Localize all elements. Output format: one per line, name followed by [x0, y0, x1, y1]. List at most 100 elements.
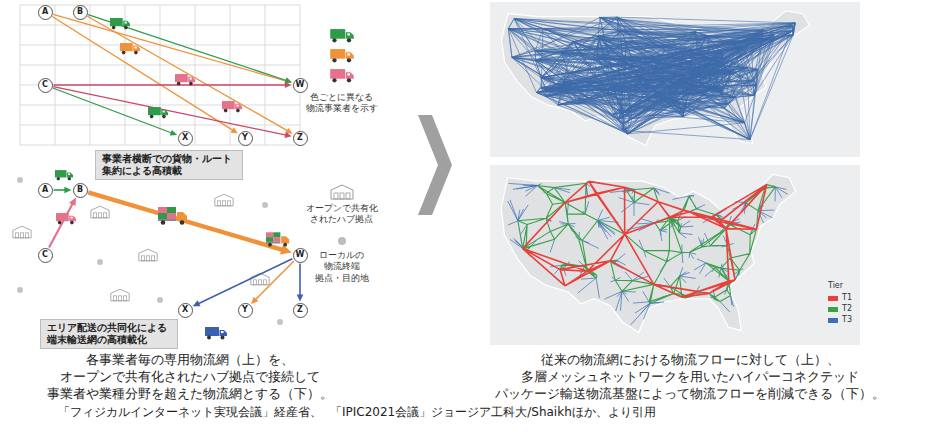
street-grid — [20, 5, 300, 145]
site-node: Z — [293, 303, 308, 318]
site-node: B — [73, 183, 88, 198]
legend-swatch — [828, 307, 838, 312]
us-land — [501, 11, 809, 145]
node-letter: Y — [242, 134, 248, 142]
callout-text: 事業者横断での貨物・ルート 集約による高積載 — [102, 153, 236, 177]
flow-arrow — [54, 187, 72, 194]
tier1-lines — [523, 181, 767, 297]
tier2-lines — [518, 181, 775, 303]
truck-icon — [175, 74, 195, 85]
us-land — [501, 174, 795, 332]
legend-text: ローカルの 物流終端 拠点・目的地 — [314, 250, 370, 284]
truck-icon — [148, 107, 168, 118]
caption-line: 多層メッシュネットワークを用いたハイパーコネクテッド — [521, 369, 859, 385]
flow-line — [52, 17, 233, 131]
legend-text: T2 — [842, 305, 852, 314]
site-node: B — [73, 5, 88, 20]
flow-arrow — [53, 87, 291, 138]
arrow-head — [297, 294, 304, 301]
chevron-arrow — [418, 115, 452, 215]
flow-line — [198, 259, 292, 304]
legend-text: 色ごとに異なる 物流事業者を示す — [305, 92, 379, 115]
node-letter: Z — [297, 306, 303, 314]
node-letter: B — [77, 8, 83, 16]
endpoint-dot — [338, 237, 346, 245]
site-node: C — [38, 78, 53, 93]
flow-line — [255, 261, 294, 300]
node-letter: X — [182, 134, 188, 142]
node-letter: A — [42, 186, 48, 194]
node-letter: A — [42, 8, 48, 16]
caption-line: 従来の物流網における物流フローに対して（上）、 — [541, 352, 840, 368]
flow-line — [54, 189, 66, 191]
flow-arrow — [88, 15, 292, 84]
flow-arrow — [193, 259, 293, 307]
arrow-head — [285, 82, 292, 88]
arrow-head — [285, 132, 292, 138]
map-background — [490, 165, 860, 345]
legend-text: T3 — [842, 316, 852, 325]
truck-icon — [222, 101, 242, 112]
legend-swatch — [828, 296, 838, 301]
node-letter: W — [296, 251, 305, 259]
site-node: Z — [293, 131, 308, 146]
flow-line — [53, 88, 172, 133]
flow-lines — [508, 17, 795, 140]
map-background — [490, 2, 860, 157]
truck-icon — [330, 29, 354, 42]
callout-box: エリア配送の共同化による 端末輸送網の高積載化 — [40, 319, 178, 349]
site-node: X — [178, 303, 193, 318]
flow-arrow — [87, 16, 292, 134]
site-node: A — [38, 5, 53, 20]
arrow-head — [231, 127, 238, 133]
node-letter: W — [296, 81, 305, 89]
endpoint-dots — [17, 177, 283, 325]
site-node: Y — [238, 131, 253, 146]
arrow-head — [170, 130, 177, 136]
caption-line: 事業者や業種分野を超えた物流網とする（下）。 — [47, 386, 333, 402]
legend-swatch — [828, 318, 838, 323]
node-letter: X — [182, 306, 188, 314]
flow-line — [53, 87, 286, 135]
arrow-head — [251, 297, 258, 304]
node-letter: Z — [297, 134, 303, 142]
truck-icon — [55, 170, 73, 180]
flow-arrow — [49, 198, 76, 248]
site-node: W — [293, 248, 308, 263]
flow-line — [299, 264, 301, 296]
node-letter: C — [42, 81, 48, 89]
site-node: C — [38, 248, 53, 263]
truck-icon — [110, 18, 130, 29]
node-letter: Y — [242, 306, 248, 314]
legend-title: Tier — [828, 282, 843, 291]
caption-line: オープンで共有化されたハブ拠点で接続して — [60, 369, 320, 385]
flow-arrow — [297, 264, 304, 302]
site-node: Y — [238, 303, 253, 318]
flow-arrow — [53, 14, 292, 84]
caption-line: パッケージ輸送物流基盤によって物流フローを削減できる（下）。 — [495, 386, 885, 402]
truck-icon — [158, 207, 187, 225]
callout-text: エリア配送の共同化による 端末輸送網の高積載化 — [47, 322, 171, 346]
flow-arrow — [53, 88, 177, 136]
flow-arrow — [251, 261, 294, 304]
flow-line — [88, 15, 286, 81]
truck-icon — [205, 327, 227, 340]
truck-icon — [330, 69, 354, 82]
node-letter: B — [77, 186, 83, 194]
source-note: 「フィジカルインターネット実現会議」経産省、 — [58, 405, 322, 421]
flow-line — [88, 192, 282, 249]
legend-text: T1 — [842, 294, 852, 303]
truck-icon — [120, 43, 140, 54]
source-note: 「IPIC2021会議」ジョージア工科大/Shaikhほか、より引用 — [330, 405, 656, 421]
arrow-head — [69, 198, 76, 207]
legend-text: オープンで共有化 されたハブ拠点 — [305, 203, 379, 226]
site-node: W — [293, 78, 308, 93]
hub-icon — [331, 185, 353, 199]
maps — [490, 2, 860, 345]
truck-icon — [330, 49, 354, 62]
caption-line: 各事業者毎の専用物流網（上）を、 — [86, 352, 294, 368]
flow-line — [53, 14, 286, 81]
flow-line — [87, 16, 287, 131]
flow-arrow — [88, 192, 292, 254]
